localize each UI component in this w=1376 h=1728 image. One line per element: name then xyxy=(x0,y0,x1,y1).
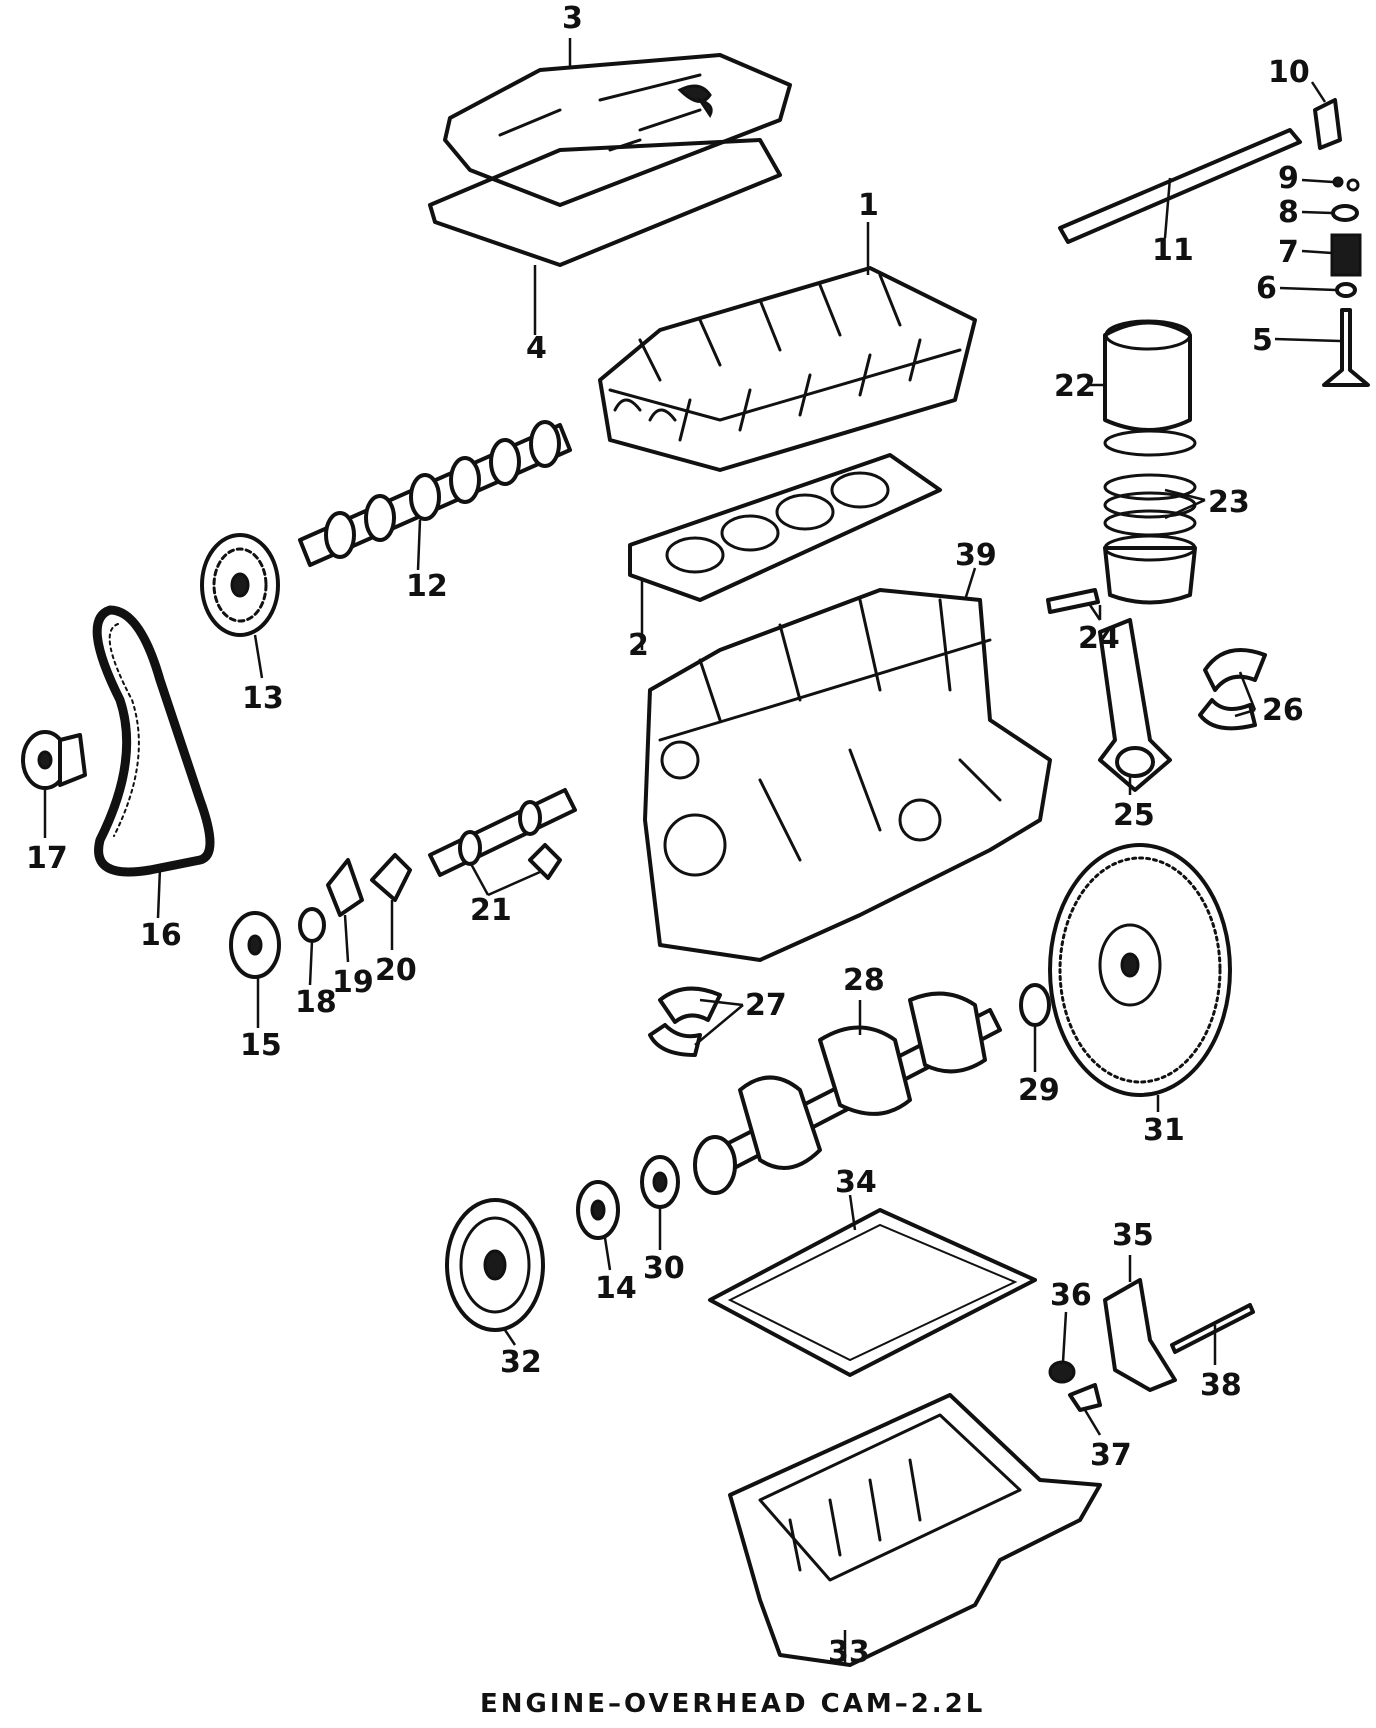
callout-13: 13 xyxy=(242,681,284,716)
part-valve-keepers xyxy=(1332,176,1360,192)
part-camshaft xyxy=(298,420,572,567)
callout-19: 19 xyxy=(332,965,374,1000)
part-oil-pump-shaft xyxy=(1170,1303,1255,1354)
part-oil-pickup xyxy=(1068,1383,1102,1412)
callout-31: 31 xyxy=(1143,1113,1185,1148)
part-oil-pump xyxy=(1103,1278,1177,1392)
callout-2: 2 xyxy=(628,628,649,663)
part-valve-seal xyxy=(1335,282,1357,298)
part-front-main-seal xyxy=(640,1155,680,1209)
callout-14: 14 xyxy=(595,1271,637,1306)
callout-26: 26 xyxy=(1262,693,1304,728)
callout-37: 37 xyxy=(1090,1438,1132,1473)
callout-9: 9 xyxy=(1278,161,1299,196)
part-cylinder-liner xyxy=(1103,319,1197,457)
part-connecting-rod xyxy=(1098,618,1172,792)
part-intermediate-gasket xyxy=(370,853,412,902)
part-intermediate-sprocket xyxy=(229,911,281,979)
callout-29: 29 xyxy=(1018,1073,1060,1108)
part-rod-bearings xyxy=(1198,648,1267,731)
part-rear-main-seal xyxy=(1019,983,1051,1027)
callout-36: 36 xyxy=(1050,1278,1092,1313)
callout-17: 17 xyxy=(26,841,68,876)
callout-38: 38 xyxy=(1200,1368,1242,1403)
part-main-bearings xyxy=(648,986,722,1057)
part-retainer xyxy=(326,858,364,917)
callout-39: 39 xyxy=(955,538,997,573)
callout-6: 6 xyxy=(1256,271,1277,306)
callout-20: 20 xyxy=(375,953,417,988)
callout-1: 1 xyxy=(858,188,879,223)
part-crankshaft xyxy=(693,991,1002,1195)
callout-15: 15 xyxy=(240,1028,282,1063)
part-crank-sprocket xyxy=(576,1180,620,1240)
part-cam-sprocket xyxy=(200,533,280,637)
part-oil-pan xyxy=(728,1393,1102,1667)
callout-35: 35 xyxy=(1112,1218,1154,1253)
callout-12: 12 xyxy=(406,569,448,604)
part-tensioner xyxy=(21,730,87,790)
callout-16: 16 xyxy=(140,918,182,953)
callout-4: 4 xyxy=(526,331,547,366)
part-seal-small xyxy=(298,907,326,943)
part-engine-block xyxy=(643,588,1052,962)
part-rocker-shaft xyxy=(1058,128,1302,244)
callout-23: 23 xyxy=(1208,485,1250,520)
part-valve-spring xyxy=(1330,233,1362,277)
callout-25: 25 xyxy=(1113,798,1155,833)
part-timing-belt xyxy=(92,605,215,877)
callout-18: 18 xyxy=(295,985,337,1020)
part-cylinder-head xyxy=(598,266,977,472)
part-oil-pump-gear xyxy=(1048,1360,1076,1384)
part-rocker-arm xyxy=(1313,98,1342,150)
callout-7: 7 xyxy=(1278,235,1299,270)
callout-33: 33 xyxy=(828,1635,870,1670)
callout-27: 27 xyxy=(745,988,787,1023)
callout-28: 28 xyxy=(843,963,885,998)
callout-11: 11 xyxy=(1152,233,1194,268)
callout-10: 10 xyxy=(1268,55,1310,90)
part-intermediate-shaft xyxy=(428,788,577,880)
callout-30: 30 xyxy=(643,1251,685,1286)
callout-21: 21 xyxy=(470,893,512,928)
callout-8: 8 xyxy=(1278,195,1299,230)
part-flywheel xyxy=(1048,843,1232,1097)
part-head-gasket xyxy=(628,453,942,602)
part-piston xyxy=(1046,534,1197,614)
callout-3: 3 xyxy=(562,1,583,36)
callout-34: 34 xyxy=(835,1165,877,1200)
callout-22: 22 xyxy=(1054,369,1096,404)
leader-lines xyxy=(43,38,1341,1663)
part-piston-rings xyxy=(1103,473,1197,537)
part-oil-pan-gasket xyxy=(708,1208,1037,1377)
part-crankshaft-pulley xyxy=(445,1198,545,1332)
part-valve-cover xyxy=(443,53,792,207)
callout-32: 32 xyxy=(500,1345,542,1380)
part-valve-retainer xyxy=(1331,204,1359,222)
part-valve-cover-gasket xyxy=(428,138,782,267)
diagram-caption: ENGINE–OVERHEAD CAM–2.2L xyxy=(480,1689,985,1719)
part-valve xyxy=(1322,308,1370,387)
callout-labels: 3 4 1 10 11 9 8 7 6 5 22 23 24 25 26 12 … xyxy=(26,1,1310,1670)
callout-24: 24 xyxy=(1078,621,1120,656)
callout-5: 5 xyxy=(1252,323,1273,358)
